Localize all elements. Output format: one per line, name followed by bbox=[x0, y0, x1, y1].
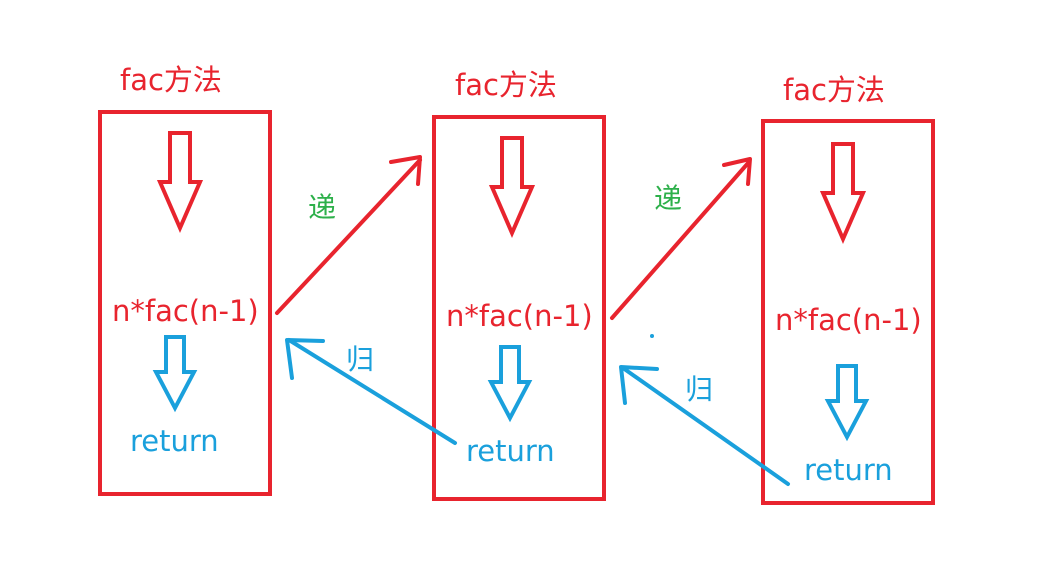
frame-expression-2: n*fac(n-1) bbox=[446, 299, 593, 333]
stray-dot bbox=[650, 334, 654, 338]
down-arrow-icon-blue-3 bbox=[824, 364, 870, 442]
recurse-arrow-1 bbox=[275, 155, 422, 315]
return-arrow-1 bbox=[285, 338, 457, 445]
down-arrow-icon-red-1 bbox=[156, 131, 204, 234]
recurse-label-1: 递 bbox=[308, 191, 337, 224]
return-label-2: 归 bbox=[685, 373, 714, 406]
frame-box-2 bbox=[432, 115, 606, 501]
frame-expression-1: n*fac(n-1) bbox=[112, 294, 259, 328]
frame-return-3: return bbox=[804, 453, 893, 487]
frame-box-3 bbox=[761, 119, 935, 505]
recurse-arrow-2 bbox=[610, 157, 752, 320]
frame-expression-3: n*fac(n-1) bbox=[775, 303, 922, 337]
frame-title-3: fac方法 bbox=[783, 73, 885, 107]
down-arrow-icon-blue-1 bbox=[152, 335, 198, 413]
down-arrow-icon-red-3 bbox=[819, 142, 867, 245]
down-arrow-icon-blue-2 bbox=[487, 345, 533, 423]
frame-box-1 bbox=[98, 110, 272, 496]
frame-return-1: return bbox=[130, 424, 219, 458]
recurse-label-2: 递 bbox=[654, 182, 683, 215]
return-arrow-2 bbox=[619, 365, 790, 486]
frame-title-2: fac方法 bbox=[455, 68, 557, 102]
frame-title-1: fac方法 bbox=[120, 63, 222, 97]
return-label-1: 归 bbox=[346, 343, 375, 376]
down-arrow-icon-red-2 bbox=[488, 136, 536, 239]
frame-return-2: return bbox=[466, 434, 555, 468]
